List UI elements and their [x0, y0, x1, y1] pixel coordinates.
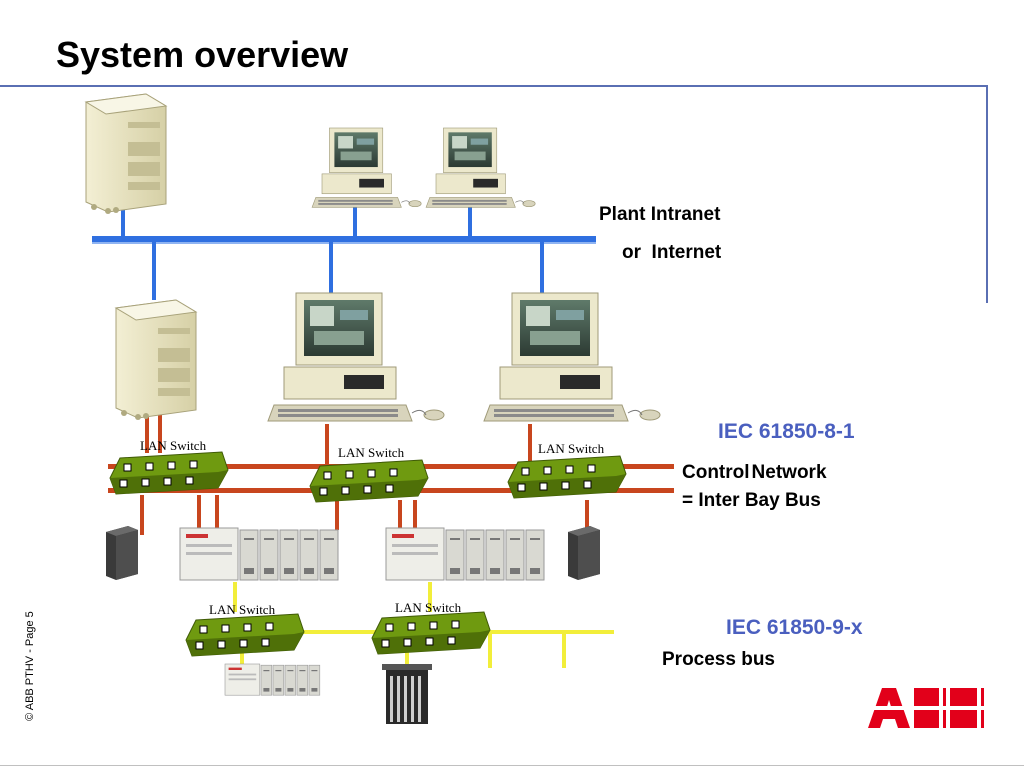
workstation-icon: [425, 127, 536, 208]
workstation-icon: [267, 292, 445, 422]
workstation-icon: [311, 127, 422, 208]
merging-unit-icon: [224, 663, 321, 696]
server-icon: [85, 93, 167, 215]
bay-controller-icon: [179, 527, 339, 581]
lan-switch-icon: [309, 459, 429, 503]
lan-switch-icon: [109, 451, 229, 495]
lan-switch-icon: [371, 611, 491, 655]
bay-controller-icon: [385, 527, 545, 581]
gateway-box-icon: [106, 526, 138, 580]
title-underline: [0, 85, 988, 87]
lan-switch-label: LAN Switch: [209, 602, 276, 617]
intranet-bus: [92, 200, 596, 300]
lan-switch-label: LAN Switch: [538, 441, 605, 456]
server-icon: [115, 299, 197, 421]
lan-switch-label: LAN Switch: [395, 600, 462, 615]
inter-bay-bus-label: = Inter Bay Bus: [682, 490, 821, 511]
lan-switch-label: LAN Switch: [338, 445, 405, 460]
frame-right-border: [986, 85, 988, 303]
control-word: Control: [682, 462, 750, 483]
lan-switch-icon: [185, 613, 305, 657]
footer-copyright: © ABB PTHV - Page 5: [24, 611, 36, 721]
iec-61850-9-x-label: IEC 61850-9-x: [726, 616, 863, 639]
plant-intranet-label: Plant Intranet: [599, 204, 721, 225]
bottom-divider: [0, 765, 1024, 766]
iec-61850-8-1-label: IEC 61850-8-1: [718, 420, 855, 443]
internet-label: or Internet: [622, 242, 722, 263]
process-bus: [233, 582, 614, 668]
workstation-icon: [483, 292, 661, 422]
lan-switch-icon: [507, 455, 627, 499]
process-bus-label: Process bus: [662, 649, 775, 670]
lan-switch-label: LAN Switch: [140, 438, 207, 453]
abb-logo: [868, 688, 984, 728]
page-title: System overview: [56, 34, 349, 75]
gateway-box-icon: [568, 526, 600, 580]
network-word: Network: [751, 462, 827, 483]
sensor-icon: [382, 664, 432, 724]
